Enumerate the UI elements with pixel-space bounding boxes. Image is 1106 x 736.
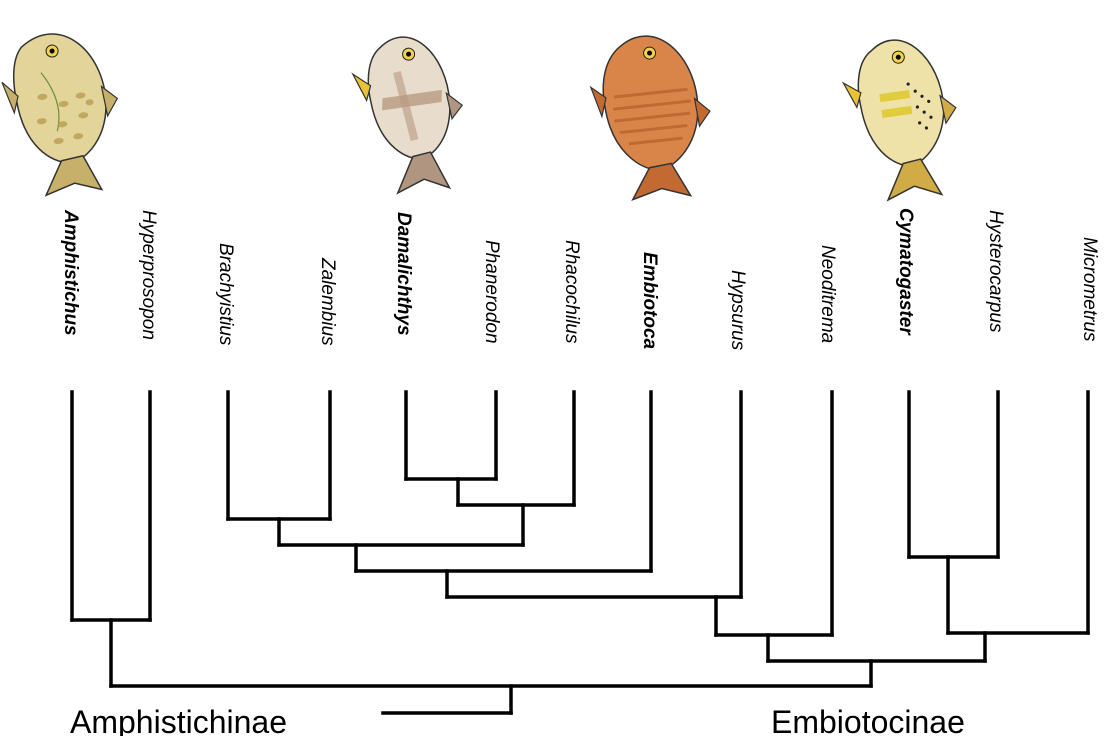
taxon-labels: Amphistichus Hyperprosopon Brachyistius … [60,208,1100,351]
taxon-label-phanerodon: Phanerodon [481,240,502,344]
taxon-label-brachyistius: Brachyistius [215,243,236,346]
amphistichus-fish-illustration [0,26,130,201]
damalichthys-fish-illustration [349,30,474,199]
tree-branches [72,392,1088,713]
cymatogaster-fish-illustration [838,33,967,206]
taxon-label-neoditrema: Neoditrema [817,245,838,343]
taxon-label-micrometrus: Micrometrus [1079,237,1100,342]
subfamily-label-embiotocinae: Embiotocinae [771,704,965,736]
taxon-label-embiotoca: Embiotoca [639,252,660,350]
taxon-label-rhacochilus: Rhacochilus [561,240,582,344]
taxon-label-hypsurus: Hypsurus [727,270,748,351]
taxon-label-hysterocarpus: Hysterocarpus [985,210,1006,333]
taxon-label-cymatogaster: Cymatogaster [895,208,916,336]
taxon-label-amphistichus: Amphistichus [60,209,81,336]
subfamily-label-amphistichinae: Amphistichinae [70,704,287,736]
taxon-label-zalembius: Zalembius [317,257,338,346]
taxon-label-damalichthys: Damalichthys [393,212,414,336]
embiotoca-fish-illustration [586,30,718,205]
taxon-label-hyperprosopon: Hyperprosopon [138,210,159,340]
